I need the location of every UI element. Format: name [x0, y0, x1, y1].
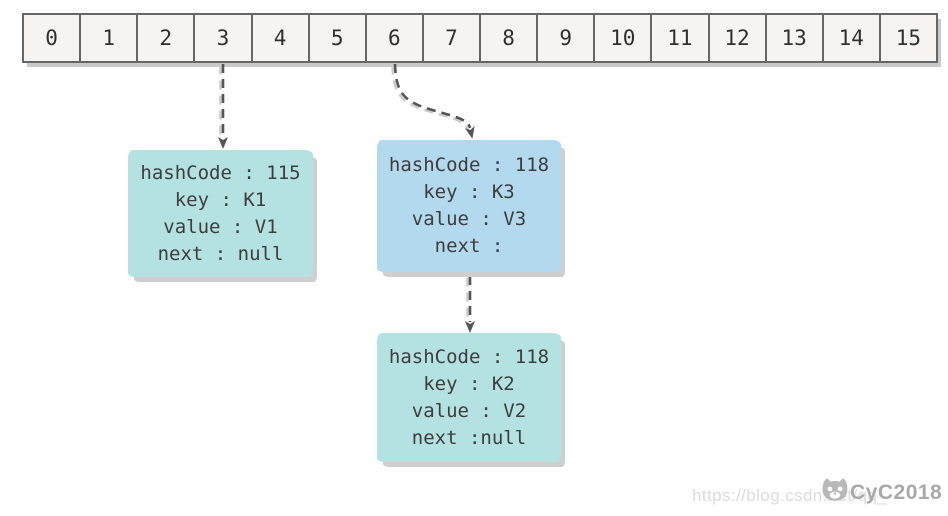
bucket-cell-12: 12: [709, 15, 767, 61]
bucket-cell-0: 0: [24, 15, 82, 61]
node-key: key : K2: [423, 372, 515, 395]
bucket-cell-11: 11: [652, 15, 710, 61]
github-cat-icon: [822, 478, 848, 501]
node-next: next :null: [411, 426, 527, 449]
bucket-cell-10: 10: [595, 15, 653, 61]
entry-node-k1: hashCode : 115 key : K1 value : V1 next …: [128, 150, 313, 277]
bucket-cell-9: 9: [538, 15, 596, 61]
node-key: key : K1: [174, 188, 267, 211]
node-hashcode: hashCode : 118: [388, 345, 550, 368]
node-value: value : V3: [411, 208, 527, 230]
node-hashcode: hashCode : 118: [388, 154, 550, 176]
bucket-cell-3: 3: [195, 15, 253, 61]
bucket-cell-8: 8: [481, 15, 539, 61]
bucket-cell-1: 1: [81, 15, 139, 61]
node-next: next : null: [157, 242, 284, 265]
entry-node-k2: hashCode : 118 key : K2 value : V2 next …: [377, 333, 561, 462]
arrow-bucket6-to-node2: [393, 63, 475, 139]
node-value: value : V1: [163, 215, 278, 238]
bucket-cell-6: 6: [366, 15, 424, 61]
node-value: value : V2: [411, 399, 527, 422]
watermark: https://blog.csdn.net/qq_ CyC2018: [690, 474, 946, 514]
bucket-cell-7: 7: [423, 15, 481, 61]
bucket-cell-15: 15: [880, 15, 936, 61]
hash-bucket-array: 0 1 2 3 4 5 6 7 8 9 10 11 12 13 14 15: [22, 13, 938, 63]
bucket-cell-14: 14: [823, 15, 881, 61]
node-key: key : K3: [423, 181, 515, 203]
bucket-cell-2: 2: [138, 15, 196, 61]
bucket-cell-5: 5: [309, 15, 367, 61]
node-next: next :: [434, 235, 504, 257]
entry-node-k3: hashCode : 118 key : K3 value : V3 next …: [377, 140, 561, 272]
watermark-author: CyC2018: [850, 481, 943, 504]
bucket-cell-13: 13: [766, 15, 824, 61]
bucket-cell-4: 4: [252, 15, 310, 61]
node-hashcode: hashCode : 115: [140, 161, 301, 184]
